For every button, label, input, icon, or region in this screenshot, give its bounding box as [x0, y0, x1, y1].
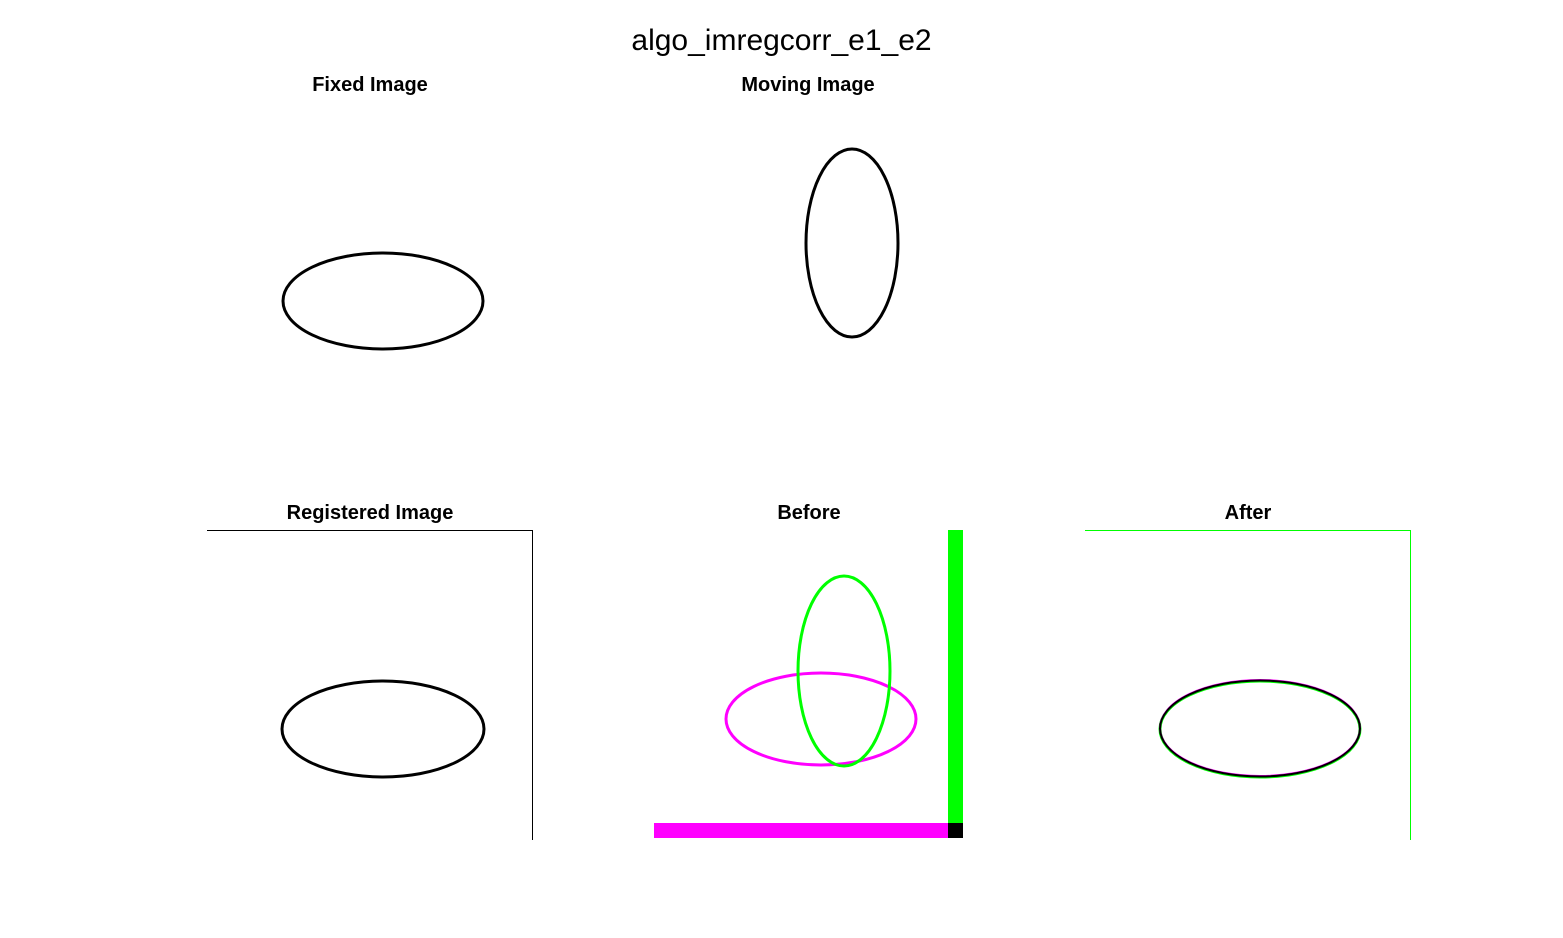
figure-title: algo_imregcorr_e1_e2 [631, 24, 932, 57]
before-magenta-ellipse [724, 671, 918, 767]
after-panel [1085, 530, 1412, 840]
moving-image-panel [650, 102, 970, 412]
fixed-image-panel [207, 102, 533, 412]
after-canvas [1085, 530, 1411, 840]
moving-image-title: Moving Image [741, 74, 875, 96]
before-overlap-corner [948, 823, 963, 838]
registered-image-canvas [207, 530, 533, 840]
before-green-bar [948, 530, 963, 823]
after-overlap-ellipse [1159, 679, 1361, 778]
after-title: After [1224, 502, 1272, 524]
before-canvas [654, 530, 963, 838]
registered-image-title: Registered Image [286, 502, 454, 524]
registered-image-panel [207, 530, 534, 840]
fixed-image-canvas [281, 251, 485, 351]
before-title: Before [777, 502, 841, 524]
moving-ellipse [804, 147, 900, 339]
moving-image-canvas [804, 147, 900, 339]
fixed-ellipse [281, 251, 485, 351]
registered-ellipse [280, 679, 486, 779]
before-panel [650, 530, 970, 840]
fixed-image-title: Fixed Image [312, 74, 428, 96]
before-green-ellipse [796, 574, 892, 768]
before-magenta-bar [654, 823, 948, 838]
